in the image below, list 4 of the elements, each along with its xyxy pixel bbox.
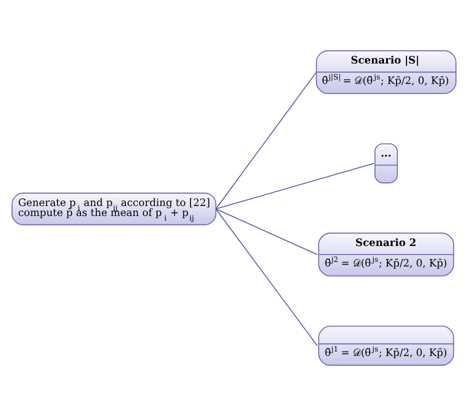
connector: [215, 208, 318, 346]
connector: [215, 71, 317, 209]
connector: [215, 162, 375, 209]
connector: [215, 208, 318, 254]
